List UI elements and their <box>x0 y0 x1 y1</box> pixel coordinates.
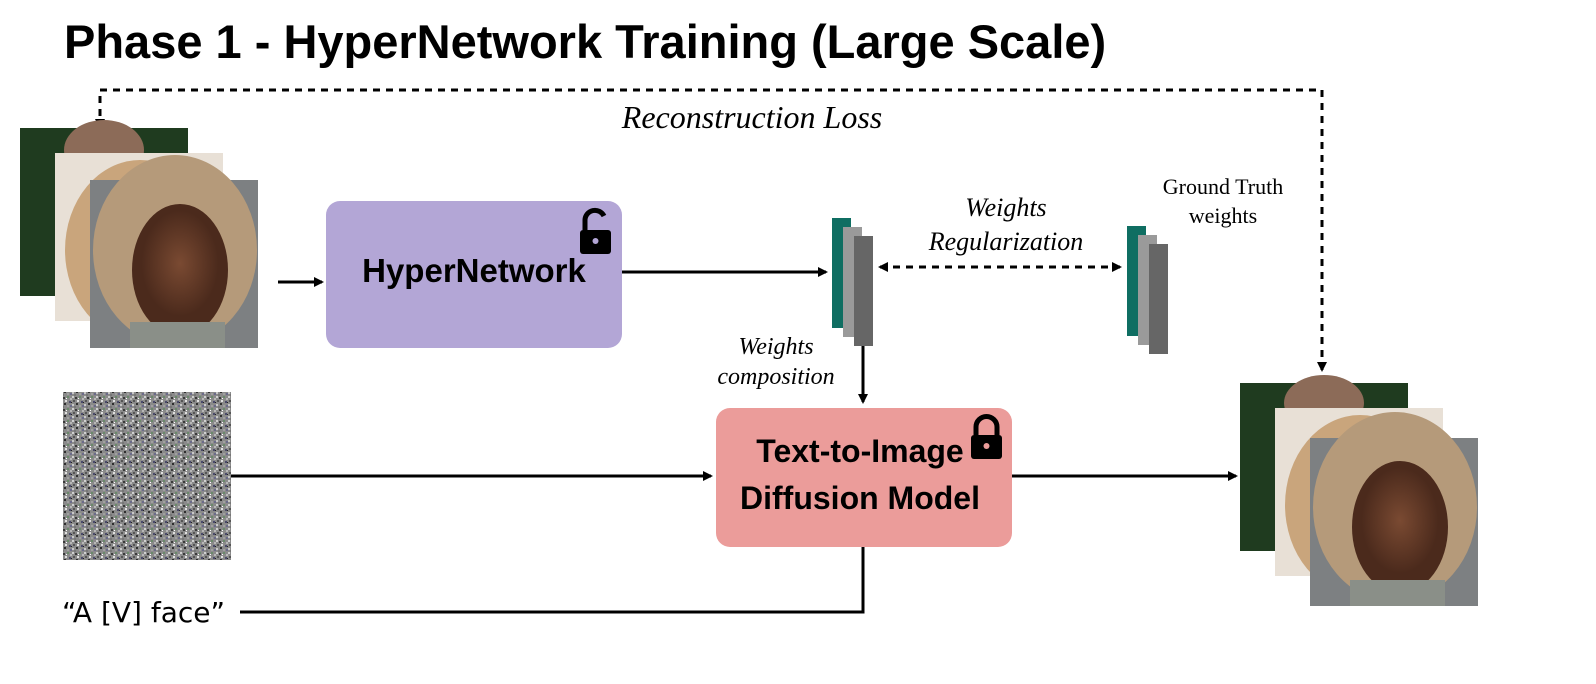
noise-image-icon <box>63 392 231 560</box>
prompt-arrow <box>240 547 865 614</box>
diffusion-label-line1: Text-to-Image <box>756 433 963 469</box>
weights-composition-label-line1: Weights <box>738 334 813 360</box>
diffusion-model-box: Text-to-Image Diffusion Model <box>716 408 1012 547</box>
ground-truth-label-line1: Ground Truth <box>1163 174 1283 199</box>
reconstruction-loss-label: Reconstruction Loss <box>621 99 882 135</box>
ground-truth-label-line2: weights <box>1189 203 1257 228</box>
diffusion-label-line2: Diffusion Model <box>740 480 980 516</box>
locked-padlock-icon <box>971 414 1002 459</box>
prompt-label: “A [V] face” <box>62 596 225 629</box>
reconstruction-loss-arrow <box>95 88 1327 372</box>
generated-weights-stack <box>832 218 873 346</box>
weights-regularization-label-line1: Weights <box>965 193 1046 222</box>
face-photo-stack-icon <box>1240 375 1478 606</box>
weights-regularization-label-line2: Regularization <box>928 227 1084 256</box>
ground-truth-weights-stack <box>1127 226 1168 354</box>
hypernetwork-box: HyperNetwork <box>326 201 622 348</box>
hypernetwork-label: HyperNetwork <box>362 252 586 289</box>
page-title: Phase 1 - HyperNetwork Training (Large S… <box>64 15 1106 68</box>
face-photo-stack-icon <box>20 120 258 348</box>
weights-composition-label-line2: composition <box>717 364 834 390</box>
unlocked-padlock-icon <box>580 207 611 254</box>
